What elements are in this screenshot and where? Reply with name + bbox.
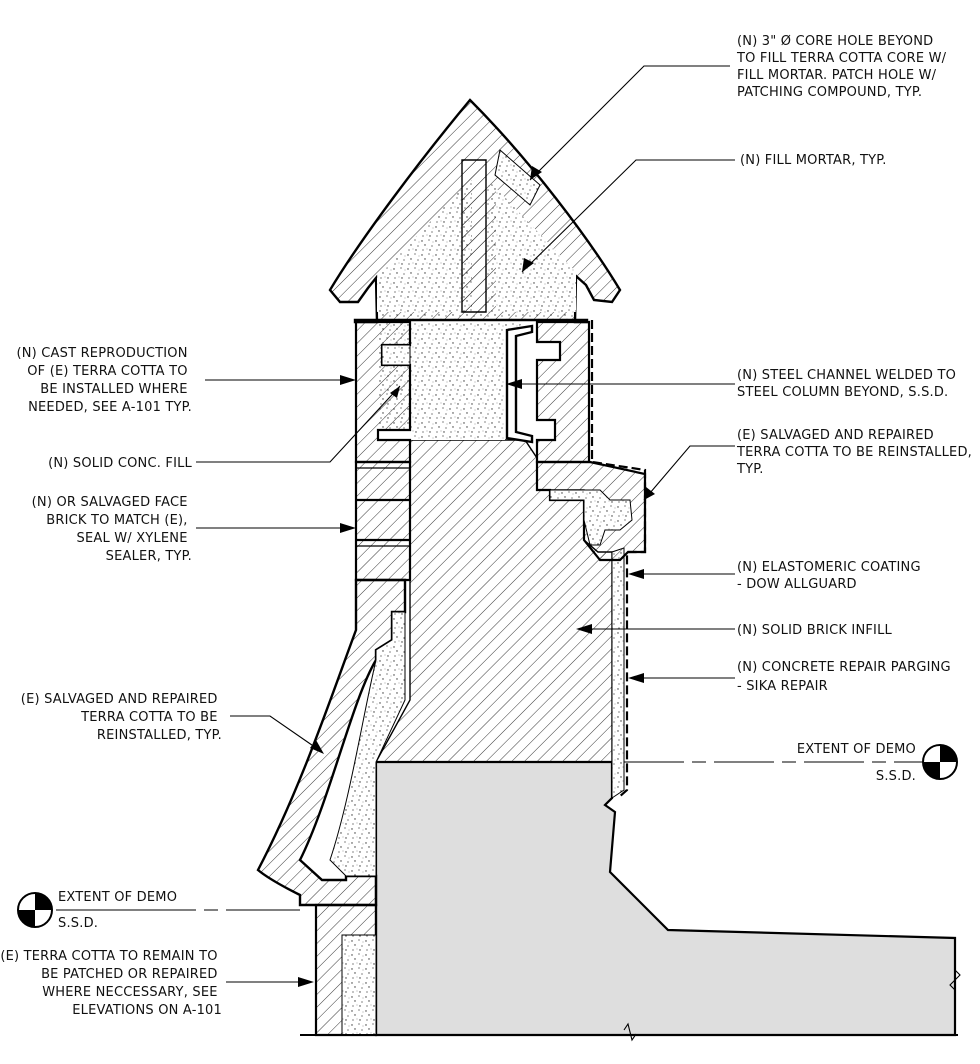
note-remain: (E) TERRA COTTA TO REMAIN TO BE PATCHED … — [0, 949, 222, 1018]
note-elastomeric: (N) ELASTOMERIC COATING - DOW ALLGUARD — [737, 560, 925, 592]
cap-inner-fill-left — [377, 188, 462, 312]
note-salvaged-lower: (E) SALVAGED AND REPAIRED TERRA COTTA TO… — [21, 692, 222, 743]
note-fill-mortar: (N) FILL MORTAR, TYP. — [740, 153, 887, 168]
cap-stem — [461, 159, 487, 313]
cast-reproduction-block — [354, 320, 412, 464]
note-cast-reproduction: (N) CAST REPRODUCTION OF (E) TERRA COTTA… — [16, 346, 192, 415]
parging-strip — [611, 547, 625, 799]
note-steel-channel: (N) STEEL CHANNEL WELDED TO STEEL COLUMN… — [737, 368, 960, 400]
note-parging: (N) CONCRETE REPAIR PARGING - SIKA REPAI… — [737, 660, 955, 694]
marker-left-sub: S.S.D. — [58, 916, 98, 931]
upper-right-terra-cotta — [535, 320, 591, 464]
section-marker-right-icon — [922, 744, 958, 780]
face-brick-courses — [354, 460, 412, 582]
cast-reproduction-stipple — [381, 344, 411, 366]
break-line-bottom — [623, 1022, 637, 1042]
salvaged-ledge-stipple — [549, 489, 633, 546]
section-marker-left-icon — [17, 892, 53, 928]
cap-inner-fill-right — [496, 188, 576, 312]
note-brick-infill: (N) SOLID BRICK INFILL — [737, 623, 893, 638]
steel-channel — [505, 324, 534, 444]
marker-right-sub: S.S.D. — [876, 769, 916, 784]
leader-arrowheads — [298, 166, 655, 987]
leader-lines — [56, 65, 924, 983]
note-salvaged-upper: (E) SALVAGED AND REPAIRED TERRA COTTA TO… — [736, 428, 976, 477]
existing-concrete-base — [374, 760, 957, 1037]
marker-right-title: EXTENT OF DEMO — [797, 742, 916, 757]
note-face-brick: (N) OR SALVAGED FACE BRICK TO MATCH (E),… — [32, 495, 192, 564]
elastomeric-coating-line — [590, 320, 647, 799]
lower-cove-fill — [329, 611, 406, 877]
note-core-hole: (N) 3" Ø CORE HOLE BEYOND TO FILL TERRA … — [736, 34, 951, 100]
marker-left-title: EXTENT OF DEMO — [58, 890, 177, 905]
existing-remain-fill — [341, 934, 377, 1036]
break-line-right — [949, 969, 961, 991]
core-hole-plug — [494, 149, 541, 206]
lower-cove-terra-cotta — [256, 578, 407, 907]
note-solid-conc-fill: (N) SOLID CONC. FILL — [48, 456, 192, 471]
